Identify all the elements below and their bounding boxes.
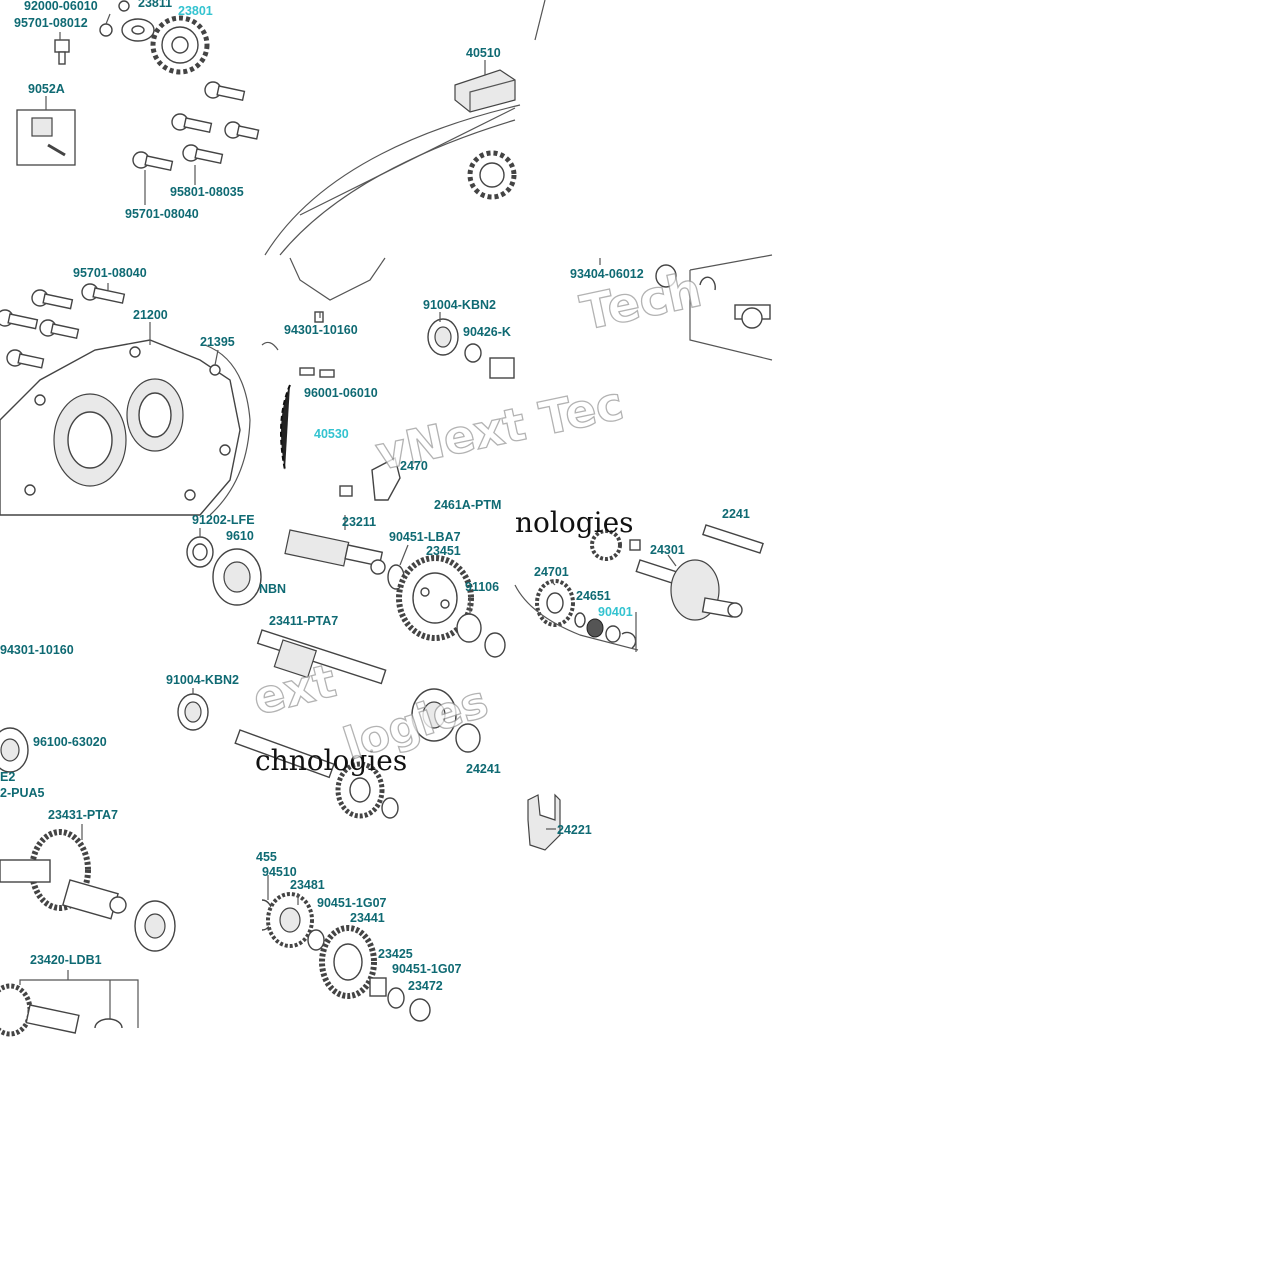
part-label-23801[interactable]: 23801	[178, 4, 213, 18]
part-label-94510[interactable]: 94510	[262, 865, 297, 879]
part-label-95801-08035[interactable]: 95801-08035	[170, 185, 244, 199]
gear-part-3	[535, 579, 575, 627]
part-label-E2[interactable]: E2	[0, 770, 15, 784]
part-label-95701-08040-b[interactable]: 95701-08040	[73, 266, 147, 280]
part-labels: 92000-06010 23811 23801 95701-08012 9052…	[0, 0, 750, 993]
input-shaft-part	[284, 529, 386, 575]
part-label-94301-10160[interactable]: 94301-10160	[284, 323, 358, 337]
part-label-96100-63020[interactable]: 96100-63020	[33, 735, 107, 749]
tile-shaft	[599, 254, 773, 361]
part-label-24241[interactable]: 24241	[466, 762, 501, 776]
tile-chain	[261, 257, 515, 501]
tile-crankcase	[0, 283, 251, 516]
part-label-90451-1G07[interactable]: 90451-1G07	[317, 896, 387, 910]
bearing-part-2	[212, 548, 262, 606]
nut-part	[99, 0, 130, 37]
sprocket-part	[150, 15, 210, 75]
part-label-90451-LBA7[interactable]: 90451-LBA7	[389, 530, 461, 544]
part-label-96001-06010[interactable]: 96001-06010	[304, 386, 378, 400]
part-label-23451[interactable]: 23451	[426, 544, 461, 558]
part-label-24701[interactable]: 24701	[534, 565, 569, 579]
part-label-90451-1G07-b[interactable]: 90451-1G07	[392, 962, 462, 976]
bearing-part-3	[411, 688, 457, 742]
part-label-23420-LDB1[interactable]: 23420-LDB1	[30, 953, 102, 967]
part-label-23472[interactable]: 23472	[408, 979, 443, 993]
part-label-9610[interactable]: 9610	[226, 529, 254, 543]
part-label-40530[interactable]: 40530	[314, 427, 349, 441]
gear-part	[396, 555, 474, 641]
part-label-2461A-PTM[interactable]: 2461A-PTM	[434, 498, 501, 512]
part-label-91004-KBN2[interactable]: 91004-KBN2	[423, 298, 496, 312]
output-shaft-part	[256, 629, 387, 685]
part-label-23481[interactable]: 23481	[290, 878, 325, 892]
tile-sprocket-bolts	[16, 0, 260, 205]
part-label-40510[interactable]: 40510	[466, 46, 501, 60]
part-label-24651[interactable]: 24651	[576, 589, 611, 603]
part-label-9052A[interactable]: 9052A	[28, 82, 65, 96]
part-label-94301-10160-b[interactable]: 94301-10160	[0, 643, 74, 657]
chain-guide-part	[454, 69, 516, 113]
tile-chain-cover	[264, 0, 546, 256]
part-label-23425[interactable]: 23425	[378, 947, 413, 961]
part-label-23411-PTA7[interactable]: 23411-PTA7	[269, 614, 338, 628]
part-label-91106[interactable]: 91106	[465, 580, 499, 594]
watermark-text: chnologies	[255, 744, 407, 777]
part-label-21200[interactable]: 21200	[133, 308, 168, 322]
part-label-23431-PTA7[interactable]: 23431-PTA7	[48, 808, 118, 822]
seal-part	[655, 264, 677, 288]
gear-hub-part	[266, 892, 314, 948]
part-label-90401[interactable]: 90401	[598, 605, 633, 619]
case-bolts	[0, 283, 126, 369]
part-label-90426-K[interactable]: 90426-K	[463, 325, 511, 339]
part-label-91202-LFE[interactable]: 91202-LFE	[192, 513, 255, 527]
bearing-part	[427, 318, 459, 356]
part-label-95701-08040[interactable]: 95701-08040	[125, 207, 199, 221]
part-label-24301[interactable]: 24301	[650, 543, 685, 557]
part-label-21395[interactable]: 21395	[200, 335, 235, 349]
part-label-2470[interactable]: 2470	[400, 459, 428, 473]
part-label-2241[interactable]: 2241	[722, 507, 750, 521]
part-label-NBN[interactable]: NBN	[259, 582, 286, 596]
part-label-23211[interactable]: 23211	[342, 515, 376, 529]
watermark-text: nologies	[515, 506, 634, 539]
tile-lower-left	[0, 528, 262, 773]
bolt-group	[132, 81, 260, 172]
part-label-455[interactable]: 455	[256, 850, 277, 864]
part-label-24221[interactable]: 24221	[557, 823, 592, 837]
gear-part-4	[319, 925, 377, 999]
countershaft-part	[0, 829, 127, 920]
bearing-part-4	[134, 900, 176, 952]
part-label-91004-KBN2-b[interactable]: 91004-KBN2	[166, 673, 239, 687]
part-label-23811[interactable]: 23811	[138, 0, 172, 10]
tile-shafts-gears	[234, 515, 506, 819]
shift-drum-part	[635, 559, 743, 621]
shift-fork-part	[527, 793, 561, 851]
drive-chain-part	[280, 384, 291, 471]
part-label-93404-06012[interactable]: 93404-06012	[570, 267, 644, 281]
tile-shift-drum	[514, 524, 764, 851]
tile-countershaft	[0, 824, 176, 1037]
tile-small-gears	[261, 875, 431, 1022]
bolt-part	[54, 39, 70, 65]
part-label-92000-06010[interactable]: 92000-06010	[24, 0, 98, 13]
watermark-text: ext	[248, 653, 341, 725]
part-label-2-PUA5[interactable]: 2-PUA5	[0, 786, 45, 800]
part-label-95701-08012[interactable]: 95701-08012	[14, 16, 88, 30]
part-label-23441[interactable]: 23441	[350, 911, 385, 925]
watermark-text: logies	[338, 676, 494, 770]
